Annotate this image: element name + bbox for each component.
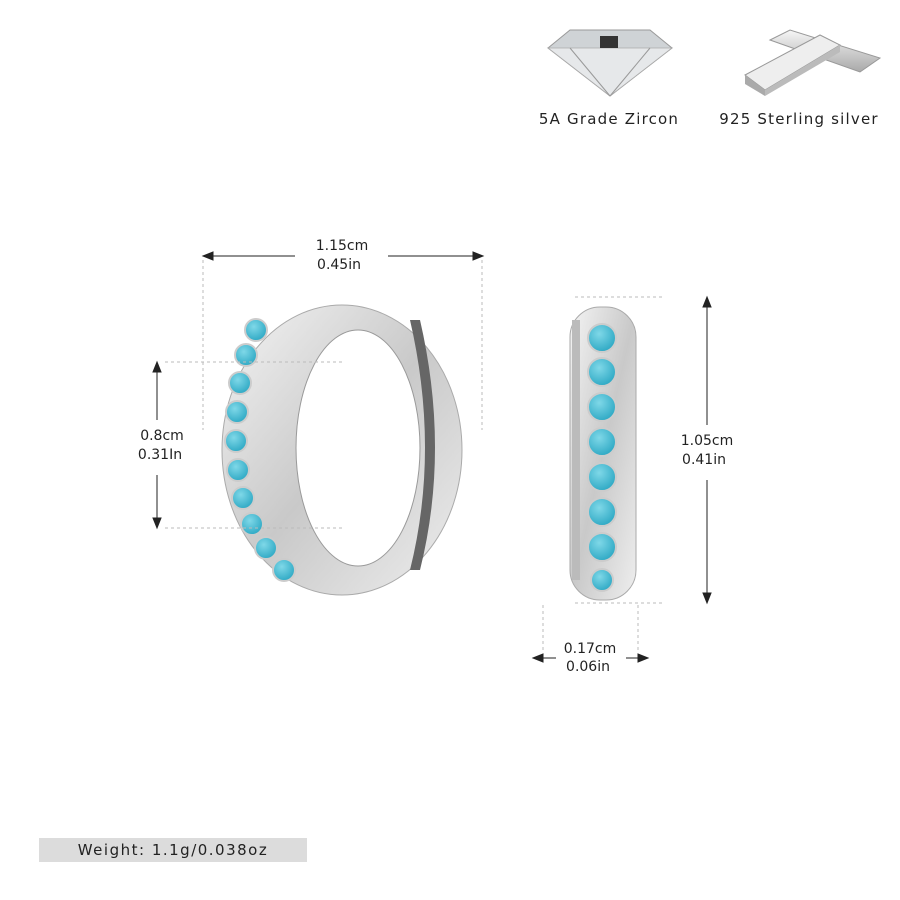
height-cm: 1.05cm: [680, 433, 734, 449]
dimension-lines: [152, 251, 712, 663]
thickness-in: 0.06in: [566, 659, 610, 675]
height-in: 0.41in: [682, 452, 726, 468]
stone-row-front: [224, 318, 296, 582]
feature-label-zircon: 5A Grade Zircon: [538, 110, 680, 128]
feature-label-silver: 925 Sterling silver: [719, 110, 879, 128]
hoop-front-view: [221, 304, 463, 596]
thickness-cm: 0.17cm: [563, 641, 617, 657]
hoop-side-view: [569, 306, 637, 601]
width-cm: 1.15cm: [315, 238, 369, 254]
inner-in: 0.31In: [137, 447, 183, 463]
guide-lines: [165, 260, 662, 650]
zircon-gem-icon: [546, 29, 674, 97]
inner-cm: 0.8cm: [140, 428, 184, 444]
stone-row-side: [587, 323, 617, 592]
silver-bar-icon: [744, 29, 882, 96]
weight-label: Weight: 1.1g/0.038oz: [39, 838, 307, 862]
width-in: 0.45in: [317, 257, 361, 273]
